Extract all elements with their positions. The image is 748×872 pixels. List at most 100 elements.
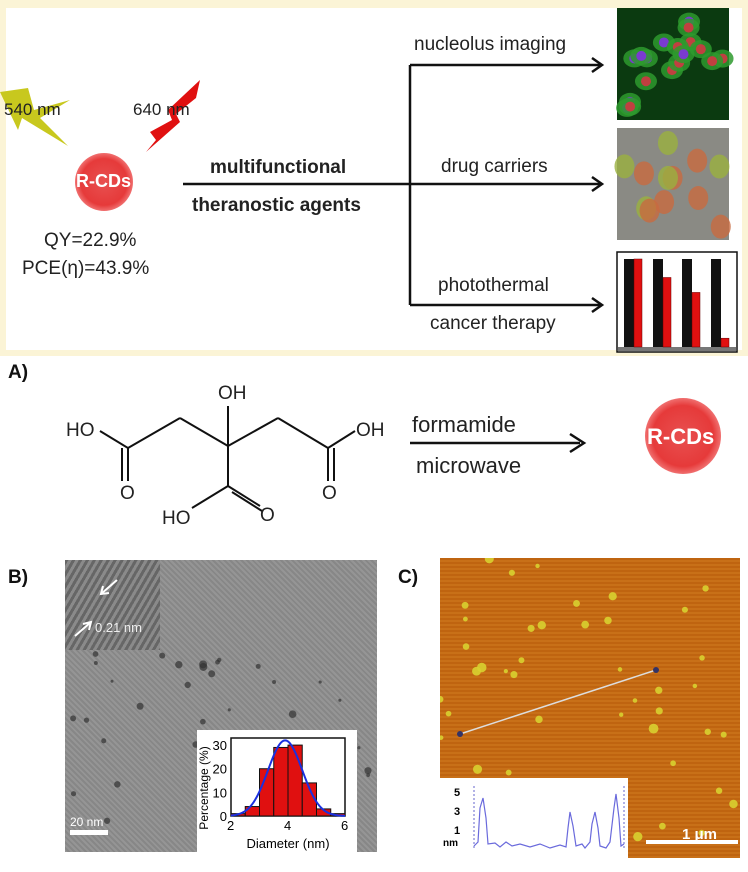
y-tick-label: 30 (213, 738, 227, 753)
y-tick-label: 20 (213, 762, 227, 777)
cell (687, 148, 708, 173)
hrtem-lattice-inset (65, 560, 160, 650)
photothermal-label: photothermal (438, 275, 549, 296)
afm-particle (633, 832, 643, 842)
afm-particle (702, 585, 709, 592)
bar-red (691, 292, 701, 348)
profile-tick-3: 3 (454, 806, 460, 818)
nanoparticle (70, 715, 77, 722)
y-tick-label: 10 (213, 785, 227, 800)
nanoparticle (215, 659, 220, 665)
cell (710, 214, 731, 239)
toc-diagram (0, 8, 738, 353)
yellow-lightning-icon (0, 88, 70, 146)
nanoparticle (101, 738, 107, 744)
bar-red (662, 277, 672, 348)
cell-nucleus (636, 50, 647, 61)
histogram-bar (273, 746, 289, 817)
afm-particle (472, 764, 483, 774)
afm-particle (692, 683, 698, 689)
bar-black (711, 259, 721, 347)
afm-particle (648, 723, 659, 734)
nanoparticle (83, 717, 90, 723)
afm-particle (505, 769, 512, 776)
afm-particle (508, 569, 515, 576)
afm-particle (476, 662, 487, 673)
citric-acid-structure (99, 398, 721, 512)
r-cds-label: R-CDs (76, 171, 132, 191)
reagent-label: formamide (412, 412, 516, 437)
afm-particle (670, 760, 676, 767)
bar-red (633, 258, 643, 348)
nanoparticle (103, 817, 111, 824)
nanoparticle (92, 651, 99, 657)
bar-black (624, 259, 634, 347)
cell (639, 198, 660, 223)
afm-particle (608, 592, 617, 601)
afm-particle (619, 712, 624, 717)
photothermal-bar-chart (616, 251, 738, 353)
excitation-540-label: 540 nm (4, 100, 61, 119)
afm-particle (535, 563, 540, 569)
cell-nucleus (658, 37, 669, 48)
nanoparticle (208, 670, 216, 678)
nanoparticle (175, 660, 183, 669)
afm-scale-bar-label: 1 μm (682, 826, 718, 843)
bar-black (682, 259, 692, 347)
r-cds-product-particle (645, 398, 721, 474)
histogram-bar (287, 744, 303, 817)
afm-particle (720, 731, 727, 738)
afm-particle (463, 616, 468, 622)
y-axis-label: Percentage (%) (197, 746, 211, 829)
nucleolus-image (616, 8, 734, 120)
afm-particle (617, 667, 623, 672)
afm-particle (632, 698, 638, 703)
bar-black (653, 259, 663, 347)
nanoparticle (366, 773, 371, 778)
drug-carriers-label: drug carriers (441, 156, 548, 177)
condition-label: microwave (416, 453, 522, 478)
cell (688, 186, 709, 211)
profile-tick-5: 5 (454, 787, 460, 799)
nanoparticle (199, 660, 208, 669)
nanoparticle (338, 698, 342, 702)
afm-particle (699, 655, 705, 661)
cell (709, 154, 730, 179)
afm-particle (681, 606, 688, 613)
height-profile-line (473, 793, 625, 849)
panel-b-label: B) (8, 567, 29, 588)
afm-particle (445, 710, 452, 717)
afm-particle (537, 621, 546, 630)
cell (614, 154, 635, 179)
product-label: R-CDs (647, 424, 715, 449)
x-axis-label: Diameter (nm) (246, 836, 329, 851)
nanoparticle (255, 663, 261, 669)
bar-red (720, 337, 730, 348)
afm-particle (503, 669, 508, 674)
gaussian-fit-line (230, 739, 346, 817)
afm-particle (704, 728, 711, 735)
profile-tick-1: 1 (454, 825, 460, 837)
nanoparticle (272, 680, 277, 685)
profile-unit-nm: nm (443, 838, 458, 849)
y-tick-label: 0 (220, 809, 227, 824)
nanoparticle (159, 652, 166, 659)
afm-particle (655, 707, 663, 715)
ho-left: HO (66, 420, 95, 441)
x-tick-label: 2 (227, 818, 234, 833)
afm-particle (698, 829, 705, 837)
cell (633, 161, 654, 186)
o-left: O (120, 483, 135, 504)
nanoparticle (93, 661, 98, 665)
multifunctional-label: multifunctional (210, 157, 347, 178)
o-bottom: O (260, 505, 275, 526)
afm-particle (518, 657, 525, 664)
afm-particle (461, 601, 469, 609)
histogram-bar (244, 806, 260, 817)
cell-nucleus (695, 44, 706, 55)
oh-top: OH (218, 383, 247, 404)
o-right: O (322, 483, 337, 504)
cell-nucleus (683, 22, 694, 33)
nanoparticle (227, 708, 231, 712)
